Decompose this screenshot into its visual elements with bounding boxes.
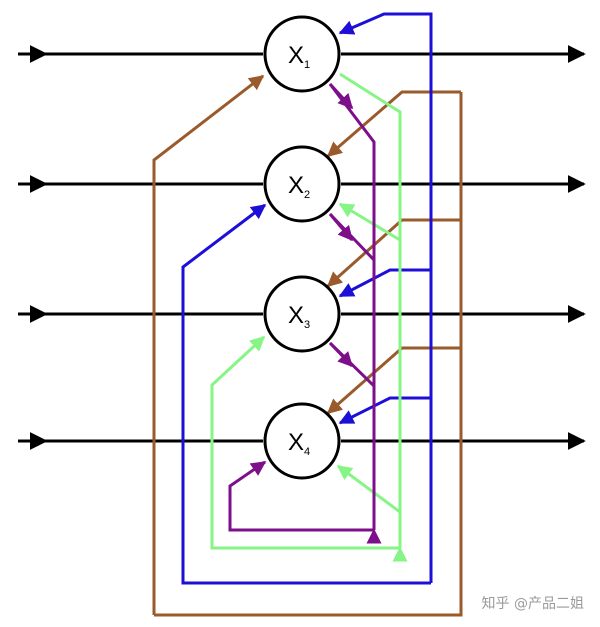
node-x2: X2	[263, 145, 341, 223]
brown-path-to-x3	[326, 218, 461, 288]
brown-path-to-x2	[326, 90, 461, 158]
green-path-from-x4	[336, 464, 401, 514]
blue-loop	[181, 203, 431, 585]
node-x1: X1	[263, 15, 341, 93]
green-feedback-paths	[210, 72, 408, 562]
brown-path-to-x1	[152, 74, 265, 615]
brown-path-to-x4	[326, 346, 461, 415]
node-x2-label: X	[288, 172, 304, 199]
node-x3: X3	[263, 275, 341, 353]
svg-text:X2: X2	[288, 172, 310, 201]
brown-feedback-paths	[152, 74, 463, 617]
blue-feedback-paths	[181, 12, 433, 585]
svg-text:X3: X3	[288, 302, 310, 331]
blue-path-to-x4	[338, 396, 431, 425]
green-path-from-x1	[339, 72, 408, 562]
node-x4-label: X	[288, 429, 304, 456]
watermark-text: 知乎 @产品二姐	[481, 596, 584, 612]
node-x1-subscript: 1	[304, 59, 310, 71]
node-x1-label: X	[288, 42, 304, 69]
green-path-from-x2	[338, 202, 401, 242]
purple-to-x3-loop-arrow	[328, 341, 354, 368]
brown-vertical-bus	[154, 92, 463, 617]
purple-to-x2-arrow	[328, 82, 354, 110]
node-x4: X4	[263, 402, 341, 480]
node-x2-subscript: 2	[304, 189, 310, 201]
green-loop	[210, 335, 400, 550]
nodes: X1 X2 X3 X4	[263, 15, 341, 480]
purple-to-x2-loop-arrow	[328, 213, 354, 242]
blue-path-to-x3	[338, 268, 431, 298]
svg-text:X4: X4	[288, 429, 310, 458]
purple-loop	[228, 460, 374, 532]
input-output-lines	[18, 45, 586, 450]
node-x3-subscript: 3	[304, 319, 310, 331]
node-x3-label: X	[288, 302, 304, 329]
svg-text:X1: X1	[288, 42, 310, 71]
node-x4-subscript: 4	[304, 446, 310, 458]
blue-path-to-x1	[338, 12, 433, 583]
purple-feedback-paths	[228, 82, 382, 544]
